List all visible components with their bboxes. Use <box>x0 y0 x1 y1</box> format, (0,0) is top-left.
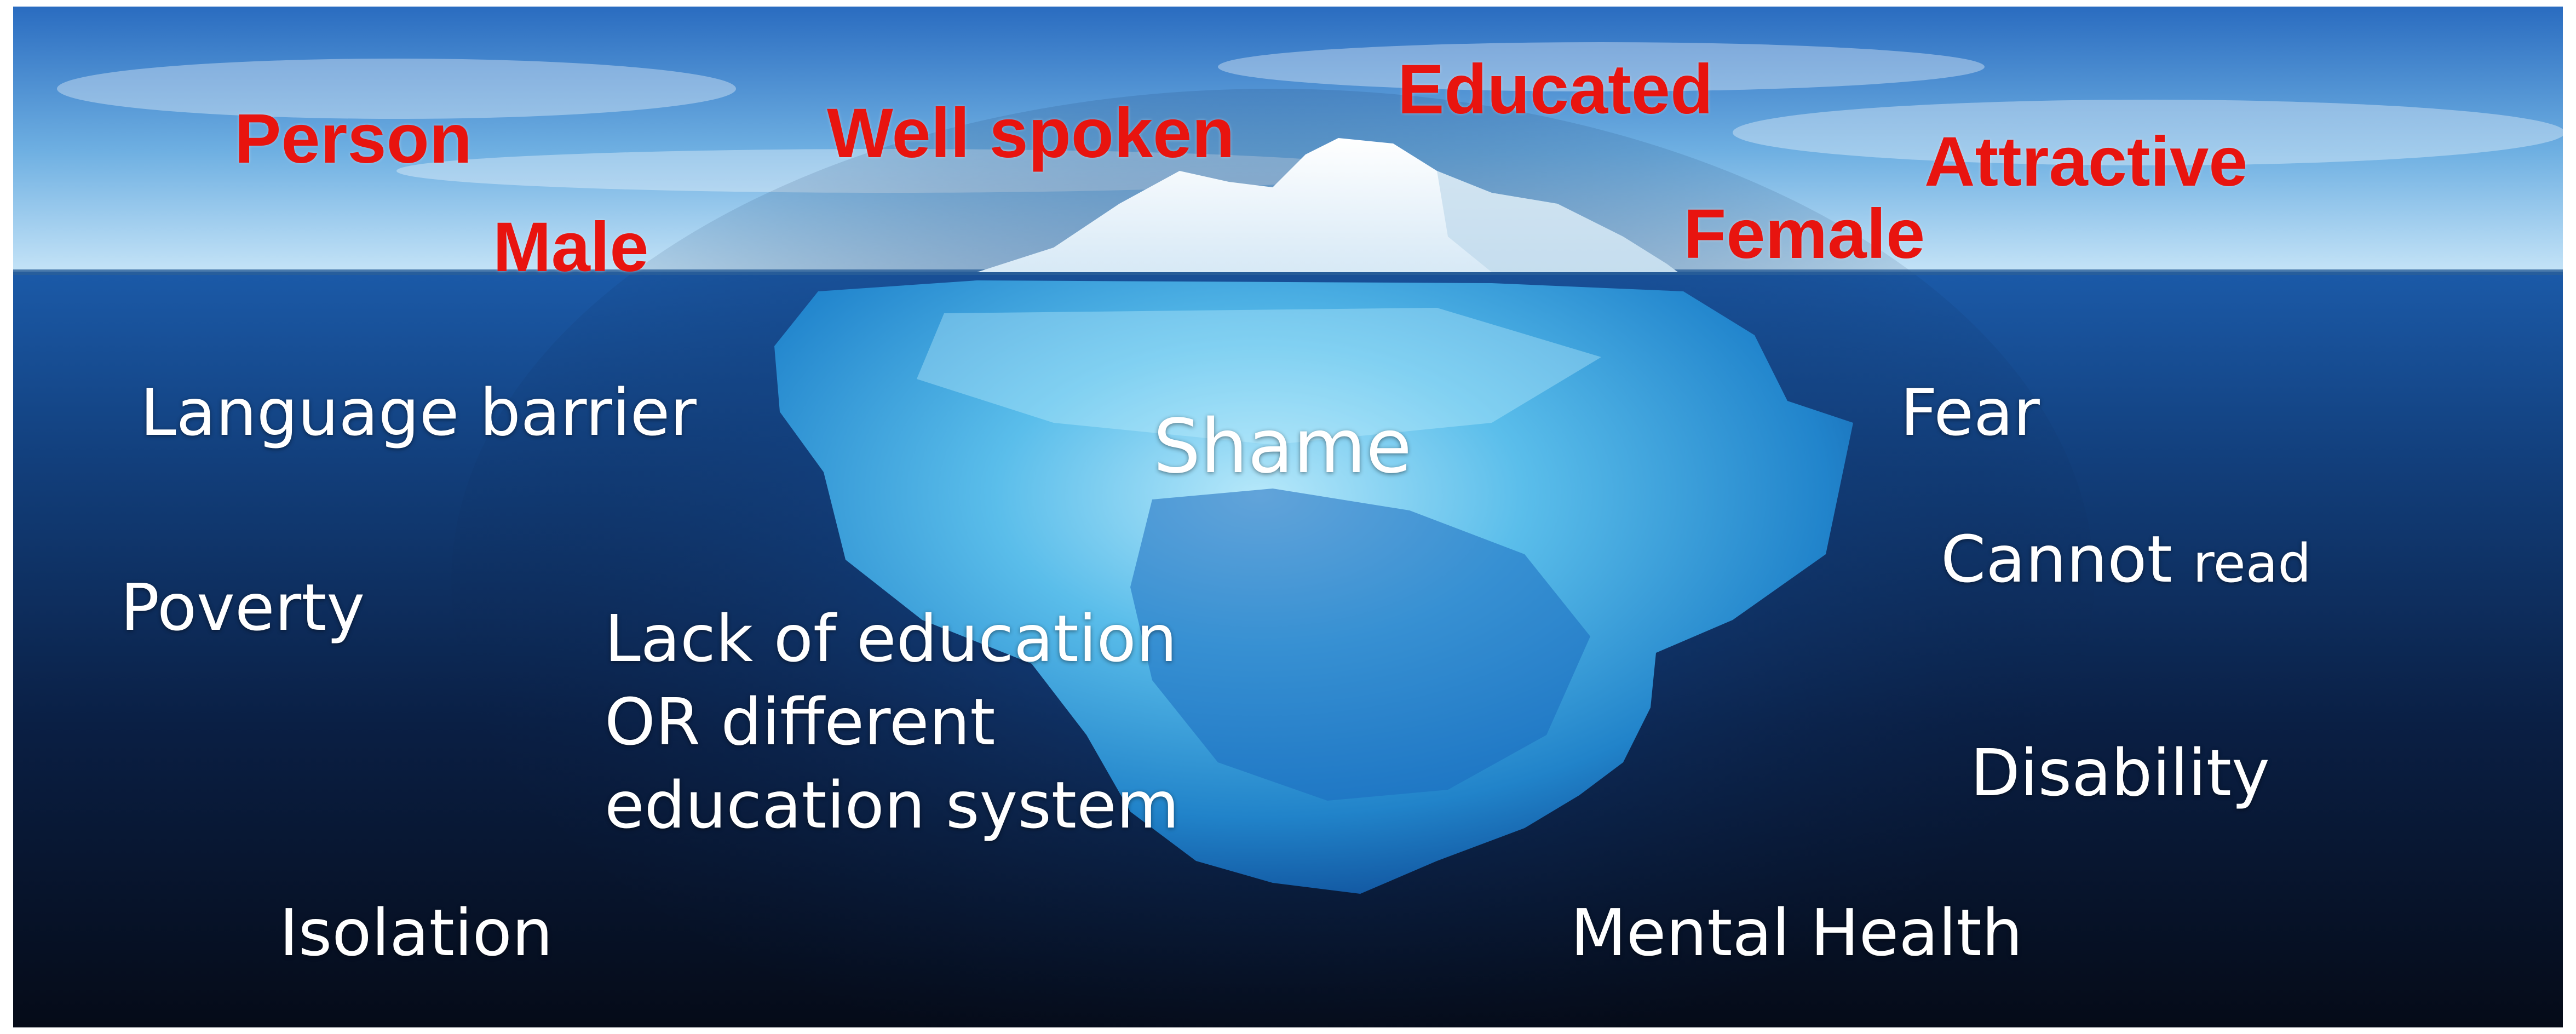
lack-of-education-line-1: Lack of education <box>605 601 1177 676</box>
label-fear: Fear <box>1900 375 2040 450</box>
label-cannot: Cannot <box>1941 521 2172 597</box>
lack-of-education-line-3: education system <box>605 767 1180 843</box>
label-disability: Disability <box>1970 735 2270 811</box>
label-language-barrier: Language barrier <box>140 375 697 450</box>
label-well-spoken: Well spoken <box>827 94 1235 173</box>
lack-of-education-line-2: OR different <box>605 684 996 760</box>
label-poverty: Poverty <box>120 570 365 645</box>
label-person: Person <box>234 100 472 178</box>
label-attractive: Attractive <box>1924 123 2248 201</box>
iceberg-cavity <box>1130 489 1590 801</box>
label-isolation: Isolation <box>279 895 553 970</box>
label-male: Male <box>493 208 649 286</box>
label-lack-of-education: Lack of education OR different education… <box>605 597 1180 847</box>
iceberg-highlight <box>917 308 1601 445</box>
label-shame: Shame <box>1153 404 1412 490</box>
label-mental-health: Mental Health <box>1571 895 2023 970</box>
label-female: Female <box>1683 195 1925 273</box>
label-read: read <box>2193 533 2312 594</box>
iceberg-illustration <box>13 7 2563 1027</box>
label-educated: Educated <box>1398 50 1714 129</box>
iceberg-tip-shade <box>1437 171 1678 272</box>
label-cannot-read: Cannot read <box>1941 527 2311 591</box>
iceberg-scene: Person Male Well spoken Educated Attract… <box>13 7 2563 1027</box>
